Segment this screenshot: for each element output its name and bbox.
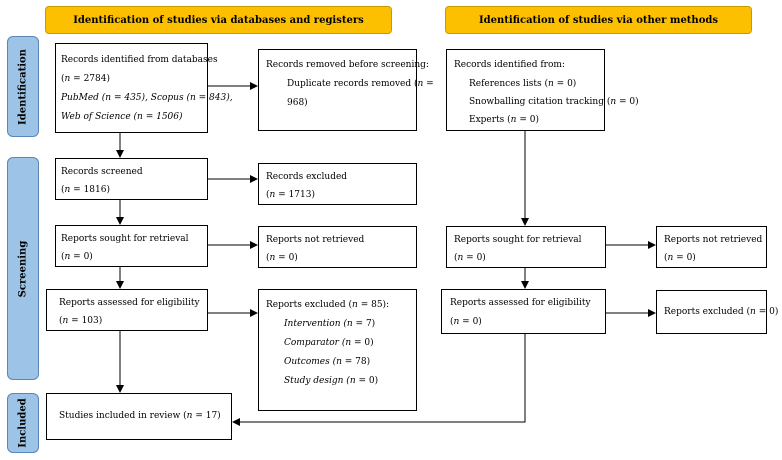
db-reports-assessed-box: Reports assessed for eligibility (n = 10… <box>46 289 208 331</box>
experts-line: Experts (n = 0) <box>469 115 539 125</box>
other-reports-sought-count: (n = 0) <box>454 253 486 263</box>
records-excluded-title: Records excluded <box>266 172 348 182</box>
other-reports-not-retrieved-count: (n = 0) <box>664 253 696 263</box>
db-reports-not-retrieved-title: Reports not retrieved <box>266 235 365 245</box>
other-records-identified-box: Records identified from: References list… <box>446 49 639 131</box>
phase-screening: Screening <box>7 157 39 380</box>
studies-included-box: Studies included in review (n = 17) <box>46 393 232 440</box>
records-removed-title: Records removed before screening: <box>266 60 429 70</box>
phase-screening-label: Screening <box>17 240 29 297</box>
records-excluded-box: Records excluded (n = 1713) <box>258 163 417 205</box>
exclusion-reason-study-design: Study design (n = 0) <box>284 376 379 386</box>
records-screened-title: Records screened <box>61 167 143 177</box>
header-other-methods: Identification of studies via other meth… <box>445 6 752 34</box>
db-reports-assessed-count: (n = 103) <box>59 316 103 326</box>
records-screened-box: Records screened (n = 1816) <box>55 158 208 200</box>
other-reports-assessed-count: (n = 0) <box>450 317 482 327</box>
other-reports-sought-box: Reports sought for retrieval (n = 0) <box>446 226 606 268</box>
other-reports-excluded-text: Reports excluded (n = 0) <box>664 307 779 317</box>
records-identified-count: (n = 2784) <box>61 74 110 84</box>
records-identified-title: Records identified from databases <box>61 55 218 65</box>
phase-included-label: Included <box>17 398 29 448</box>
records-identified-box: Records identified from databases (n = 2… <box>55 43 233 133</box>
records-excluded-count: (n = 1713) <box>266 190 315 200</box>
other-reports-assessed-box: Reports assessed for eligibility (n = 0) <box>441 289 606 334</box>
records-identified-sources-1: PubMed (n = 435), Scopus (n = 843), <box>61 93 233 103</box>
exclusion-reason-outcomes: Outcomes (n = 78) <box>284 357 371 367</box>
duplicate-records-line: Duplicate records removed (n = <box>287 79 434 89</box>
exclusion-reason-comparator: Comparator (n = 0) <box>284 338 374 348</box>
header-databases-text: Identification of studies via databases … <box>73 14 364 26</box>
db-reports-sought-box: Reports sought for retrieval (n = 0) <box>55 225 208 267</box>
other-records-identified-title: Records identified from: <box>454 60 565 70</box>
db-reports-not-retrieved-count: (n = 0) <box>266 253 298 263</box>
header-databases: Identification of studies via databases … <box>45 6 392 34</box>
other-reports-not-retrieved-title: Reports not retrieved <box>664 235 763 245</box>
records-identified-sources-2: Web of Science (n = 1506) <box>61 112 183 122</box>
records-removed-box: Records removed before screening: Duplic… <box>258 49 434 131</box>
db-reports-assessed-title: Reports assessed for eligibility <box>59 298 200 308</box>
records-screened-count: (n = 1816) <box>61 185 110 195</box>
phase-identification: Identification <box>7 36 39 137</box>
phase-identification-label: Identification <box>17 48 29 125</box>
duplicate-records-count: 968) <box>287 98 308 108</box>
db-reports-excluded-box: Reports excluded (n = 85): Intervention … <box>258 289 417 411</box>
studies-included-text: Studies included in review (n = 17) <box>59 411 221 421</box>
header-other-text: Identification of studies via other meth… <box>478 14 718 26</box>
db-reports-sought-title: Reports sought for retrieval <box>61 234 189 244</box>
db-reports-not-retrieved-box: Reports not retrieved (n = 0) <box>258 226 417 268</box>
other-reports-excluded-box: Reports excluded (n = 0) <box>656 290 778 334</box>
other-reports-assessed-title: Reports assessed for eligibility <box>450 298 591 308</box>
phase-included: Included <box>7 393 39 453</box>
references-lists-line: References lists (n = 0) <box>469 79 577 89</box>
db-reports-excluded-title: Reports excluded (n = 85): <box>266 300 390 310</box>
other-reports-sought-title: Reports sought for retrieval <box>454 235 582 245</box>
snowballing-line: Snowballing citation tracking (n = 0) <box>469 97 639 107</box>
exclusion-reason-intervention: Intervention (n = 7) <box>284 319 376 329</box>
db-reports-sought-count: (n = 0) <box>61 252 93 262</box>
other-reports-not-retrieved-box: Reports not retrieved (n = 0) <box>656 226 767 268</box>
